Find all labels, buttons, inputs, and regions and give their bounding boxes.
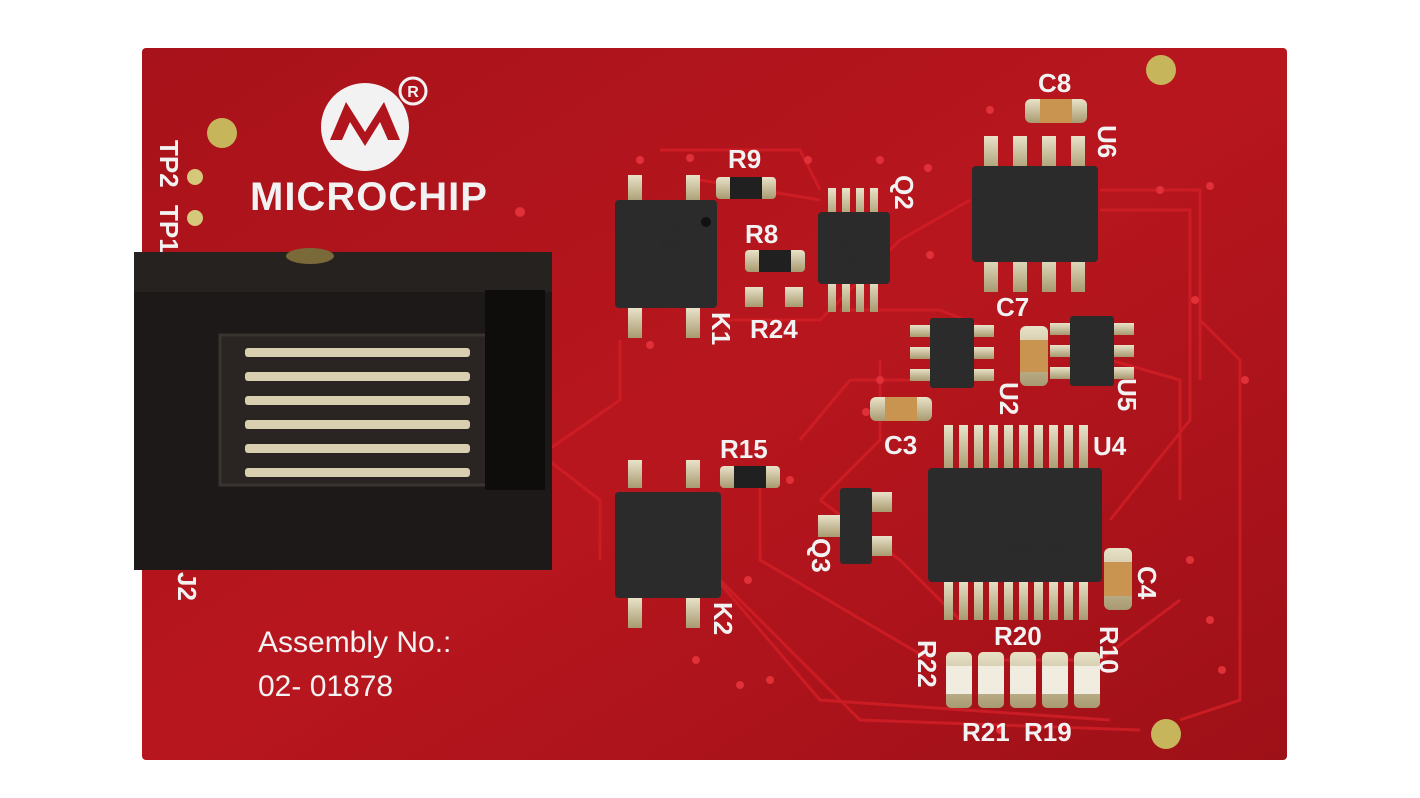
mounting-pad (1151, 719, 1181, 749)
label-r15: R15 (720, 434, 768, 464)
label-u5: U5 (1112, 378, 1142, 411)
ic-u4: MCP23008 E/SS (928, 425, 1102, 620)
label-r24: R24 (750, 314, 798, 344)
svg-text:AD: AD (848, 252, 862, 266)
label-k2: K2 (708, 602, 738, 635)
capacitor-c3 (870, 397, 932, 421)
label-r9: R9 (728, 144, 761, 174)
label-u6: U6 (1092, 125, 1122, 158)
svg-text:824: 824 (658, 511, 680, 525)
relay-k1: 2123 824 (615, 175, 717, 338)
transistor-q3 (818, 488, 892, 564)
label-c3: C3 (884, 430, 917, 460)
brand-name: MICROCHIP (250, 175, 488, 219)
relay-k2: 2123 824 (615, 460, 721, 628)
ic-u2 (910, 318, 994, 388)
svg-text:0B: 0B (1034, 192, 1048, 206)
svg-text:IR: IR (836, 236, 850, 250)
label-tp1: TP1 (154, 205, 184, 253)
capacitor-c4 (1104, 548, 1132, 610)
microchip-logo-icon: R (321, 76, 428, 171)
label-j2: J2 (172, 572, 202, 601)
resistor-r24 (745, 287, 803, 307)
svg-text:I/SN0953: I/SN0953 (1014, 208, 1072, 222)
label-u2: U2 (994, 382, 1024, 415)
label-q2: Q2 (889, 175, 919, 210)
transistor-q2: IR AD (818, 188, 890, 312)
svg-text:2123: 2123 (661, 236, 690, 250)
mounting-pad (207, 118, 237, 148)
label-r10: R10 (1094, 626, 1124, 674)
capacitor-c8 (1025, 99, 1087, 123)
label-r8: R8 (745, 219, 778, 249)
svg-text:MCP23008: MCP23008 (1003, 537, 1070, 553)
label-r20: R20 (994, 621, 1042, 651)
label-r21: R21 (962, 717, 1010, 747)
label-c8: C8 (1038, 68, 1071, 98)
svg-text:24LC024: 24LC024 (1025, 224, 1075, 238)
rj-connector (134, 248, 552, 570)
resistor-r15 (720, 466, 780, 488)
mounting-pad (1146, 55, 1176, 85)
assembly-number: 02- 01878 (258, 670, 393, 703)
label-c7: C7 (996, 292, 1029, 322)
ic-u6: 24LC024 I/SN0953 0B (972, 136, 1098, 292)
vias (515, 106, 1249, 734)
label-q3: Q3 (806, 538, 836, 573)
svg-text:R: R (407, 84, 419, 101)
svg-text:2123: 2123 (661, 526, 690, 540)
resistor-r9 (716, 177, 776, 199)
label-r22: R22 (912, 640, 942, 688)
test-point-pad (187, 169, 203, 185)
test-point-pad (187, 210, 203, 226)
svg-text:E/SS: E/SS (1006, 521, 1040, 537)
label-c4: C4 (1132, 566, 1162, 600)
label-r19: R19 (1024, 717, 1072, 747)
resistor-r8 (745, 250, 805, 272)
label-k1: K1 (706, 312, 736, 345)
capacitor-c7 (1020, 326, 1048, 386)
label-u4: U4 (1093, 431, 1127, 461)
resistor-array (946, 652, 1100, 708)
label-tp2: TP2 (154, 140, 184, 188)
ic-u5 (1050, 316, 1134, 386)
assembly-label: Assembly No.: (258, 626, 451, 659)
svg-text:824: 824 (658, 221, 680, 235)
